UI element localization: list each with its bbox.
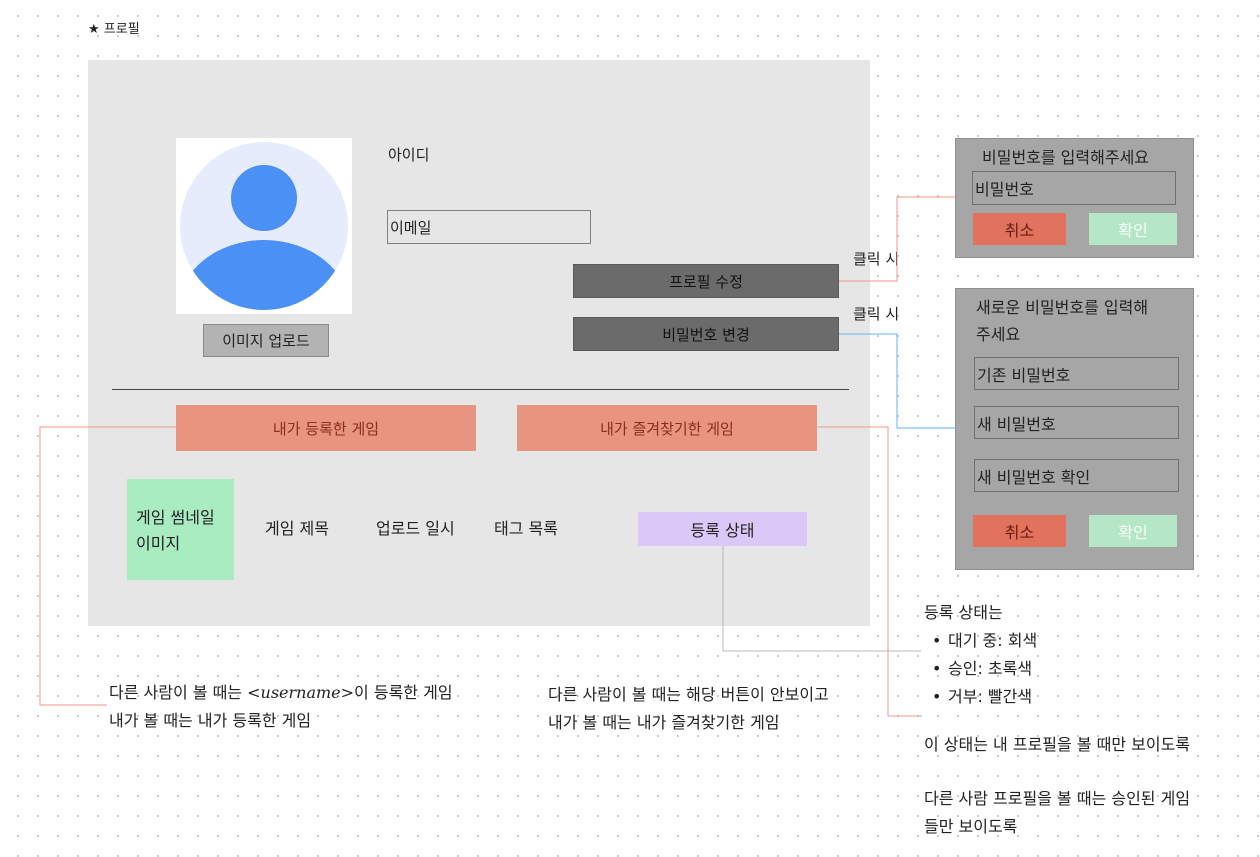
game-tags: 태그 목록 (494, 519, 558, 538)
edit-profile-button[interactable]: 프로필 수정 (573, 264, 839, 298)
note-text: 다른 사람이 볼 때는 (109, 683, 248, 702)
status-badge: 등록 상태 (638, 512, 807, 546)
favorite-games-note: 다른 사람이 볼 때는 해당 버튼이 안보이고 내가 볼 때는 내가 즐겨찾기한… (548, 681, 829, 737)
popup-title: 비밀번호를 입력해주세요 (982, 148, 1150, 167)
connector-edit-to-popup (839, 196, 955, 282)
popup-title-line1: 새로운 비밀번호를 입력해 (976, 298, 1149, 317)
status-list: 대기 중: 회색 승인: 초록색 거부: 빨간색 (924, 627, 1037, 711)
user-avatar-icon (180, 142, 348, 310)
section-divider (112, 389, 849, 390)
tab-favorite-games[interactable]: 내가 즐겨찾기한 게임 (517, 405, 817, 451)
note-text: 내가 볼 때는 내가 즐겨찾기한 게임 (548, 713, 780, 732)
thumbnail-label-line2: 이미지 (136, 533, 181, 553)
note-text: 다른 사람 프로필을 볼 때는 승인된 게임 (924, 789, 1191, 808)
click-label-edit: 클릭 시 (853, 250, 900, 268)
confirm-button[interactable]: 확인 (1089, 515, 1177, 547)
connector-password-to-popup (839, 333, 955, 429)
note-text: 이 등록한 게임 (354, 683, 453, 702)
status-list-item: 대기 중: 회색 (932, 627, 1037, 655)
frame-title: ★ 프로필 (88, 22, 140, 37)
password-field[interactable]: 비밀번호 (972, 171, 1176, 205)
connector-fav-games-note (817, 426, 922, 717)
connector-status-note (722, 546, 921, 652)
my-games-note: 다른 사람이 볼 때는 <username>이 등록한 게임 내가 볼 때는 내… (109, 679, 453, 735)
status-visibility-note: 이 상태는 내 프로필을 볼 때만 보이도록 (924, 735, 1191, 754)
status-list-item: 승인: 초록색 (932, 655, 1037, 683)
status-list-item: 거부: 빨간색 (932, 683, 1037, 711)
cancel-button[interactable]: 취소 (973, 213, 1066, 245)
username-placeholder: <username> (247, 683, 355, 702)
note-text: 들만 보이도록 (924, 817, 1018, 836)
status-note: 등록 상태는 대기 중: 회색 승인: 초록색 거부: 빨간색 (924, 599, 1037, 711)
cancel-button[interactable]: 취소 (973, 515, 1066, 547)
thumbnail-label-line1: 게임 썸네일 (136, 508, 215, 527)
game-title[interactable]: 게임 제목 (265, 519, 329, 538)
connector-my-games-note (39, 426, 176, 706)
change-password-button[interactable]: 비밀번호 변경 (573, 317, 839, 351)
confirm-new-password-field[interactable]: 새 비밀번호 확인 (974, 459, 1179, 492)
avatar (176, 138, 352, 314)
email-field[interactable]: 이메일 (387, 210, 591, 244)
tab-my-games[interactable]: 내가 등록한 게임 (176, 405, 476, 451)
password-check-popup: 비밀번호를 입력해주세요 비밀번호 취소 확인 (955, 138, 1194, 258)
click-label-password: 클릭 시 (853, 305, 900, 323)
status-note-heading: 등록 상태는 (924, 603, 1003, 622)
popup-title-line2: 주세요 (976, 325, 1021, 344)
image-upload-button[interactable]: 이미지 업로드 (203, 324, 329, 357)
user-id-label: 아이디 (388, 146, 430, 164)
note-text: 내가 볼 때는 내가 등록한 게임 (109, 711, 312, 730)
new-password-field[interactable]: 새 비밀번호 (974, 406, 1179, 439)
game-thumbnail[interactable]: 게임 썸네일 이미지 (127, 479, 234, 580)
current-password-field[interactable]: 기존 비밀번호 (974, 357, 1179, 390)
other-profile-note: 다른 사람 프로필을 볼 때는 승인된 게임 들만 보이도록 (924, 785, 1190, 841)
change-password-popup: 새로운 비밀번호를 입력해 주세요 기존 비밀번호 새 비밀번호 새 비밀번호 … (955, 288, 1194, 570)
note-text: 다른 사람이 볼 때는 해당 버튼이 안보이고 (548, 685, 829, 704)
game-upload-date: 업로드 일시 (376, 519, 455, 538)
confirm-button[interactable]: 확인 (1089, 213, 1177, 245)
